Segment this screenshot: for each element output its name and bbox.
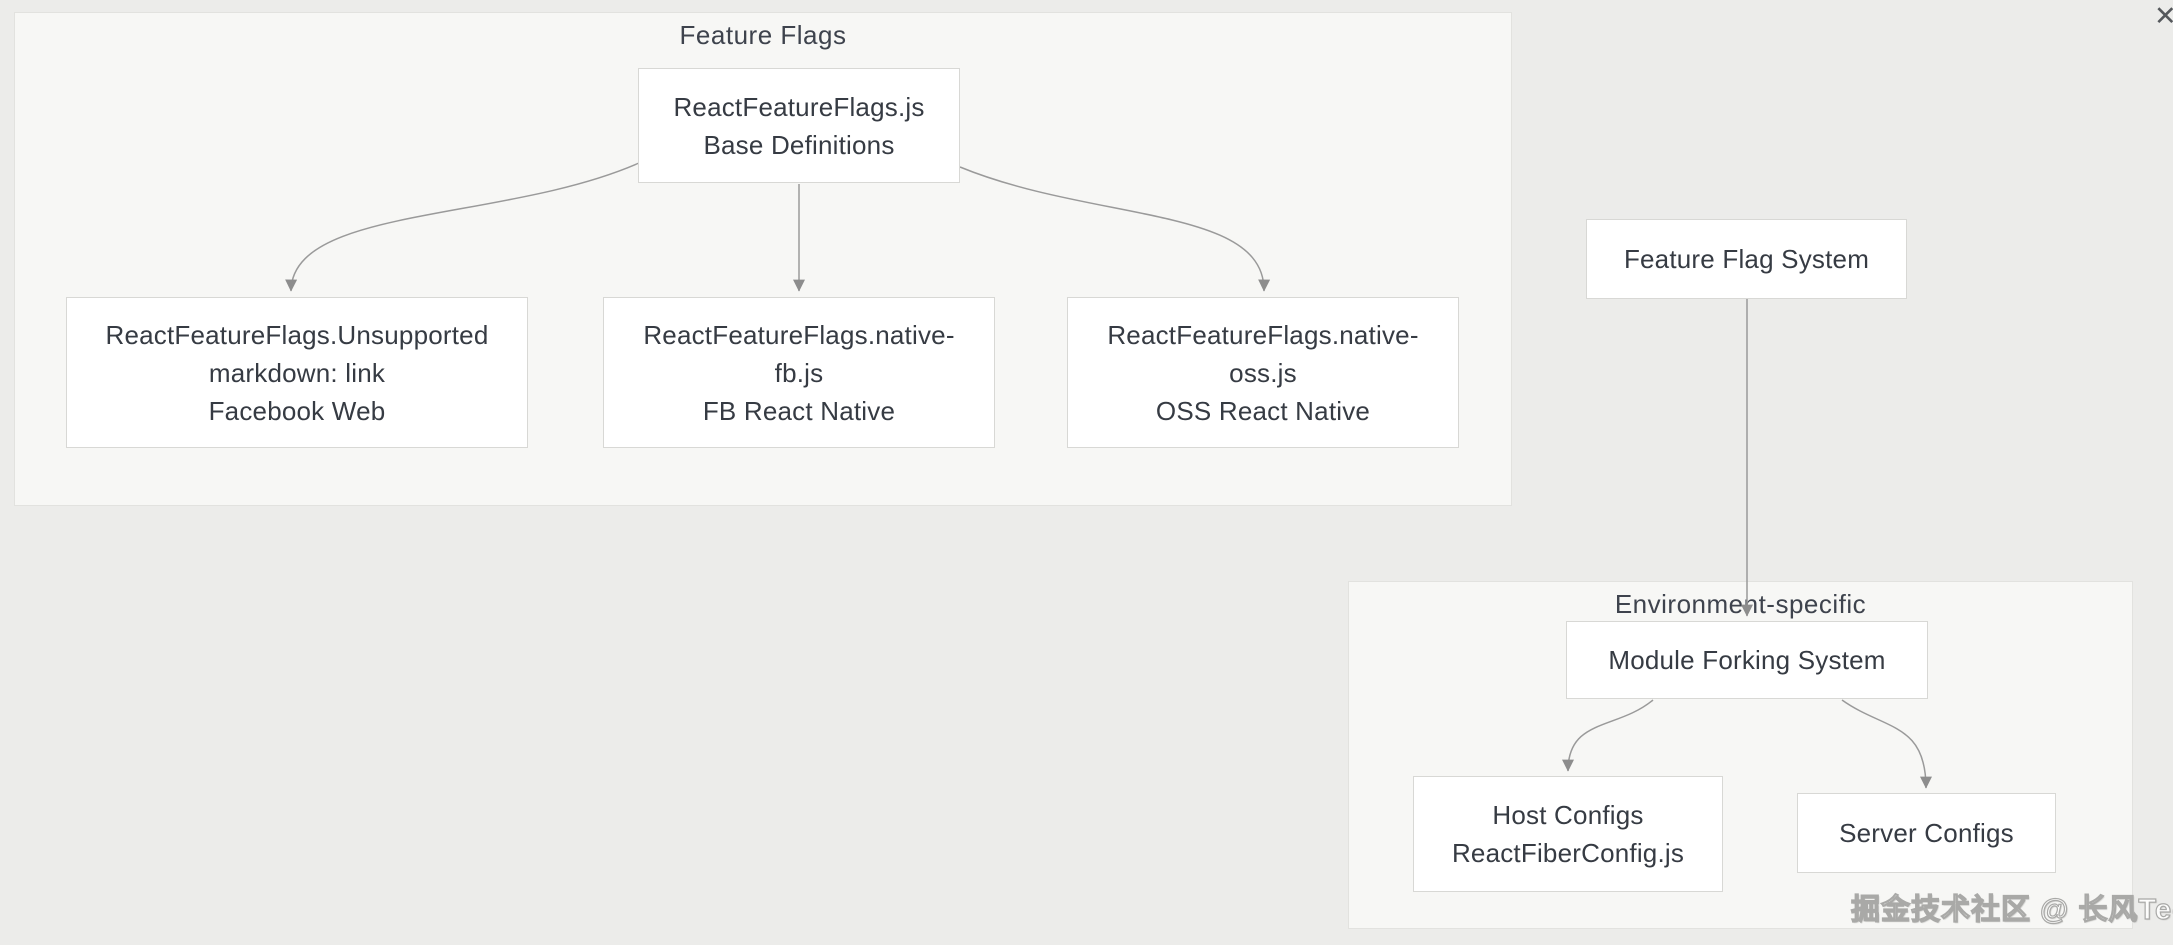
node-server-configs: Server Configs [1797,793,2056,873]
node-label-line: Facebook Web [209,392,386,430]
node-label-line: ReactFeatureFlags.native- [643,316,954,354]
node-feature-flag-system: Feature Flag System [1586,219,1907,299]
node-label-line: ReactFeatureFlags.Unsupported [105,316,488,354]
node-facebook-web: ReactFeatureFlags.Unsupported markdown: … [66,297,528,448]
node-label-line: OSS React Native [1156,392,1370,430]
node-label-line: FB React Native [703,392,895,430]
node-host-configs: Host Configs ReactFiberConfig.js [1413,776,1723,892]
node-module-forking-system: Module Forking System [1566,621,1928,699]
node-label-line: markdown: link [209,354,385,392]
node-label-line: Base Definitions [703,126,894,164]
watermark: 掘金技术社区 @ 长风Tech [1851,886,2173,928]
node-oss-react-native: ReactFeatureFlags.native- oss.js OSS Rea… [1067,297,1459,448]
node-label-line: Module Forking System [1608,641,1885,679]
node-label-line: Feature Flag System [1624,240,1869,278]
node-base-definitions: ReactFeatureFlags.js Base Definitions [638,68,960,183]
node-label-line: ReactFeatureFlags.native- [1107,316,1418,354]
cluster-title-environment-specific: Environment-specific [1349,589,2132,620]
node-label-line: Server Configs [1839,814,2014,852]
node-fb-react-native: ReactFeatureFlags.native- fb.js FB React… [603,297,995,448]
node-label-line: fb.js [775,354,824,392]
cluster-title-feature-flags: Feature Flags [15,20,1511,51]
node-label-line: ReactFiberConfig.js [1452,834,1684,872]
node-label-line: Host Configs [1492,796,1643,834]
node-label-line: ReactFeatureFlags.js [673,88,924,126]
node-label-line: oss.js [1229,354,1297,392]
close-icon[interactable]: ✕ [2154,1,2173,31]
